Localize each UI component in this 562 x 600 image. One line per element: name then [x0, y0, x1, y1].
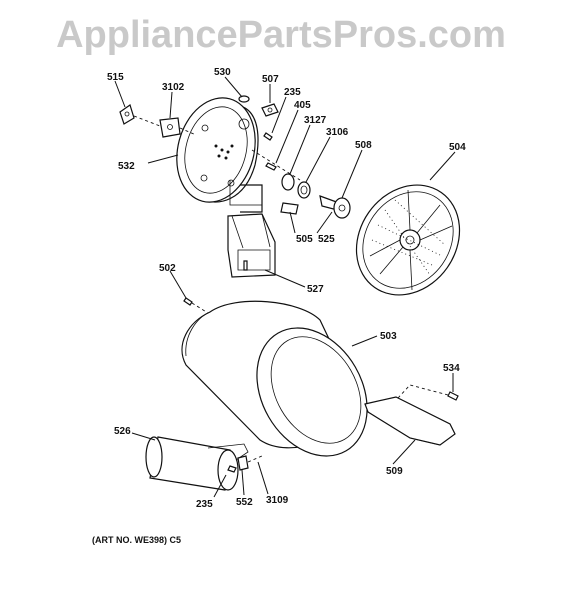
art-number-label: (ART NO. WE398) C5 [92, 535, 182, 545]
callout-515: 515 [107, 72, 124, 83]
bearing-3106-part [297, 181, 311, 199]
callout-508: 508 [355, 140, 372, 151]
bracket-515-part [119, 104, 135, 125]
callout-235-top: 235 [284, 87, 301, 98]
screw-235-top-part [263, 132, 273, 141]
watermark-logo: AppliancePartsPros.com [56, 14, 506, 56]
callout-502: 502 [159, 263, 176, 274]
leader-lines [114, 76, 456, 498]
callout-552: 552 [236, 497, 253, 508]
callout-405: 405 [294, 100, 311, 111]
drum-back-504-part [355, 184, 461, 296]
screw-235-bottom-part [227, 465, 237, 473]
callout-3127: 3127 [304, 115, 327, 126]
callout-534: 534 [443, 363, 460, 374]
bearing-507-part [261, 103, 279, 117]
callout-3102: 3102 [162, 82, 185, 93]
screw-405-part [265, 162, 277, 171]
clip-552-part [237, 455, 249, 471]
baffle-509-part [364, 396, 456, 446]
callout-235-bottom: 235 [196, 499, 213, 510]
callout-503: 503 [380, 331, 397, 342]
shaft-508-part [319, 195, 351, 219]
callout-509: 509 [386, 466, 403, 477]
callout-3106: 3106 [326, 127, 349, 138]
heater-tube-526-part [145, 436, 249, 491]
bracket-3102-part [159, 117, 181, 138]
callout-527: 527 [307, 284, 324, 295]
callout-526: 526 [114, 426, 131, 437]
support-bracket-527-part [227, 213, 276, 278]
callout-507: 507 [262, 74, 279, 85]
callout-505: 505 [296, 234, 313, 245]
callout-525: 525 [318, 234, 335, 245]
callout-504: 504 [449, 142, 466, 153]
rear-bulkhead-part [176, 97, 263, 213]
clip-530-part [238, 95, 250, 103]
callout-3109: 3109 [266, 495, 289, 506]
drum-503-part [181, 300, 368, 457]
washer-3127-part [281, 173, 295, 191]
clip-505-part [280, 202, 299, 215]
screw-534-part [447, 391, 459, 401]
callout-530: 530 [214, 67, 231, 78]
screw-502-part [183, 297, 193, 306]
callout-532: 532 [118, 161, 135, 172]
